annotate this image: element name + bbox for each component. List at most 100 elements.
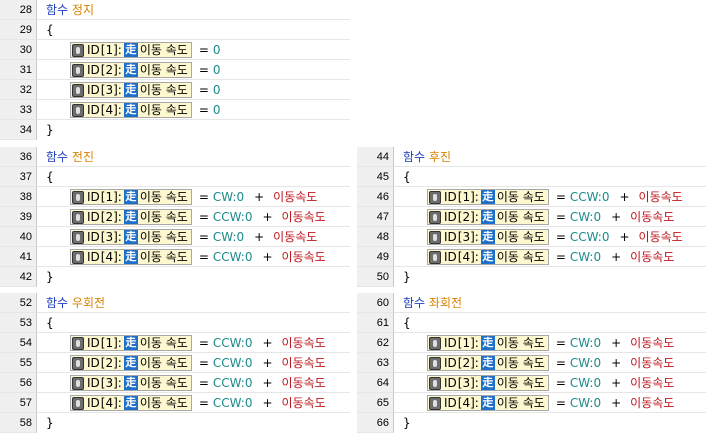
direction-value[interactable]: 0 bbox=[212, 83, 221, 97]
direction-value[interactable]: CW:0 bbox=[212, 190, 245, 204]
speed-variable[interactable]: 이동속도 bbox=[273, 190, 318, 204]
code-line[interactable]: 34} bbox=[0, 120, 350, 140]
direction-value[interactable]: CW:0 bbox=[569, 396, 602, 410]
speed-variable[interactable]: 이동속도 bbox=[281, 250, 326, 264]
direction-value[interactable]: CCW:0 bbox=[212, 376, 253, 390]
direction-value[interactable]: 0 bbox=[212, 43, 221, 57]
function-name[interactable]: 후진 bbox=[428, 150, 452, 164]
function-name[interactable]: 우회전 bbox=[71, 296, 106, 310]
direction-value[interactable]: CCW:0 bbox=[212, 210, 253, 224]
function-name[interactable]: 좌회전 bbox=[428, 296, 463, 310]
speed-variable[interactable]: 이동속도 bbox=[273, 230, 318, 244]
direction-value[interactable]: CW:0 bbox=[569, 336, 602, 350]
speed-variable[interactable]: 이동속도 bbox=[281, 210, 326, 224]
code-line[interactable]: 42} bbox=[0, 267, 350, 287]
speed-variable[interactable]: 이동속도 bbox=[281, 336, 326, 350]
direction-value[interactable]: CCW:0 bbox=[212, 250, 253, 264]
direction-value[interactable]: CW:0 bbox=[569, 250, 602, 264]
code-line[interactable]: 50} bbox=[357, 267, 706, 287]
speed-variable[interactable]: 이동속도 bbox=[281, 356, 326, 370]
code-line[interactable]: 37{ bbox=[0, 167, 350, 187]
speed-variable[interactable]: 이동속도 bbox=[638, 190, 683, 204]
speed-variable[interactable]: 이동속도 bbox=[630, 250, 675, 264]
code-line[interactable]: 66} bbox=[357, 413, 706, 433]
speed-variable[interactable]: 이동속도 bbox=[630, 210, 675, 224]
direction-value[interactable]: 0 bbox=[212, 63, 221, 77]
direction-value[interactable]: CW:0 bbox=[569, 356, 602, 370]
direction-value[interactable]: CCW:0 bbox=[569, 190, 610, 204]
direction-value[interactable]: 0 bbox=[212, 103, 221, 117]
function-name[interactable]: 정지 bbox=[71, 3, 95, 17]
speed-variable[interactable]: 이동속도 bbox=[281, 396, 326, 410]
direction-value[interactable]: CCW:0 bbox=[212, 356, 253, 370]
direction-value[interactable]: CW:0 bbox=[212, 230, 245, 244]
speed-variable[interactable]: 이동속도 bbox=[630, 396, 675, 410]
direction-value[interactable]: CW:0 bbox=[569, 376, 602, 390]
code-line[interactable]: 58} bbox=[0, 413, 350, 433]
speed-variable[interactable]: 이동속도 bbox=[630, 336, 675, 350]
direction-value[interactable]: CW:0 bbox=[569, 210, 602, 224]
code-line[interactable]: 53{ bbox=[0, 313, 350, 333]
function-name[interactable]: 전진 bbox=[71, 150, 95, 164]
code-line[interactable]: 61{ bbox=[357, 313, 706, 333]
